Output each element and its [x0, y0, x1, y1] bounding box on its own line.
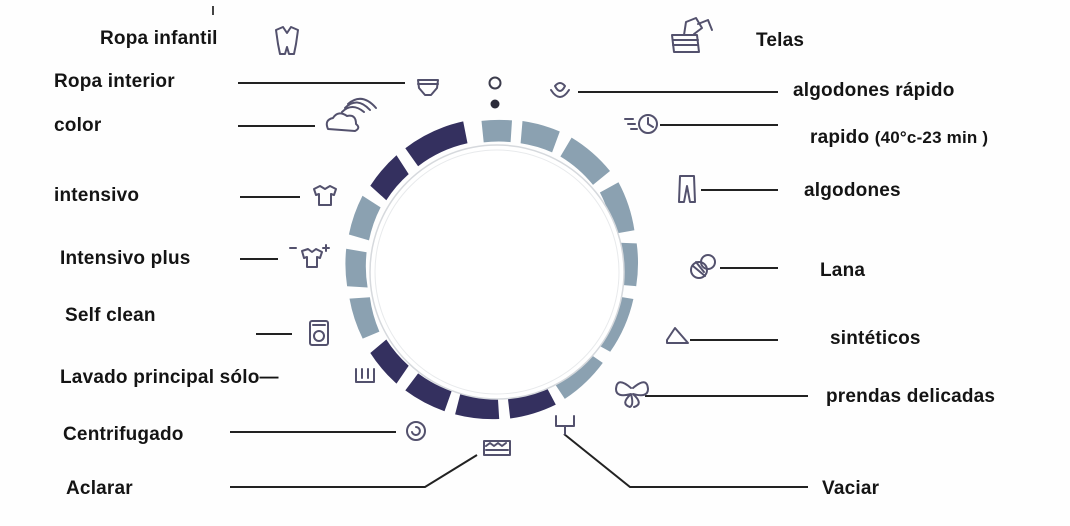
leader-lines [230, 82, 808, 488]
ring-segment-10 [553, 351, 603, 399]
self-clean-drum-icon [309, 320, 329, 346]
label-ropa-interior: Ropa interior [54, 71, 175, 92]
ring-segment-1 [405, 121, 468, 167]
off-position-icon [488, 76, 502, 109]
label-centrifugado: Centrifugado [63, 424, 184, 445]
label-telas: Telas [756, 30, 805, 51]
main-wash-icon [355, 368, 375, 383]
ring-segment-5 [349, 297, 380, 339]
ring-segment-4 [345, 248, 368, 288]
label-vaciar: Vaciar [822, 478, 880, 499]
spin-spiral-icon [406, 421, 426, 441]
ring-segment-2 [370, 155, 409, 201]
label-intensivo-plus: Intensivo plus [60, 248, 191, 269]
trousers-icon [678, 175, 696, 203]
label-aclarar: Aclarar [66, 478, 133, 499]
shirt-icon [313, 185, 337, 206]
label-ropa-infantil: Ropa infantil [100, 28, 218, 49]
romper-icon [275, 26, 299, 55]
label-sinteticos: sintéticos [830, 328, 921, 349]
ring-segment-16 [481, 119, 512, 143]
dial-center-disc [369, 144, 625, 400]
rinse-icon [483, 440, 511, 456]
wool-yarn-icon [690, 254, 716, 279]
ring-segment-3 [348, 195, 381, 241]
fabric-stack-icon [671, 17, 713, 53]
label-rapido-main: rapido [810, 127, 870, 148]
ring-segment-14 [560, 137, 610, 185]
label-algodones-rapido: algodones rápido [793, 80, 955, 101]
ring-segment-9 [507, 385, 556, 419]
shirt-plus-icon [289, 244, 330, 268]
rainbow-cloud-icon [325, 97, 377, 132]
butterfly-icon [615, 381, 649, 408]
ring-segment-8 [455, 394, 500, 420]
label-lavado-principal: Lavado principal sólo— [60, 367, 279, 388]
label-rapido: rapido (40°c-23 min ) [810, 128, 988, 147]
label-prendas-delicadas: prendas delicadas [826, 386, 996, 407]
drain-icon [555, 415, 575, 435]
ring-segment-6 [370, 339, 409, 384]
quick-clock-icon [624, 114, 658, 134]
label-rapido-detail: (40°c-23 min ) [874, 128, 989, 147]
leader-aclarar [230, 454, 478, 488]
synthetic-triangle-icon [666, 327, 689, 344]
underwear-icon [417, 79, 439, 96]
ring-segment-7 [405, 373, 452, 412]
dial-inner-rim [374, 149, 620, 395]
label-color: color [54, 115, 102, 136]
ring-segment-15 [520, 121, 560, 153]
label-lana: Lana [820, 260, 866, 281]
cotton-flower-icon [550, 82, 570, 98]
ring-segment-13 [599, 182, 635, 234]
leader-vaciar [563, 433, 808, 488]
label-self-clean: Self clean [65, 305, 156, 326]
label-algodones: algodones [804, 180, 901, 201]
label-intensivo: intensivo [54, 185, 140, 206]
